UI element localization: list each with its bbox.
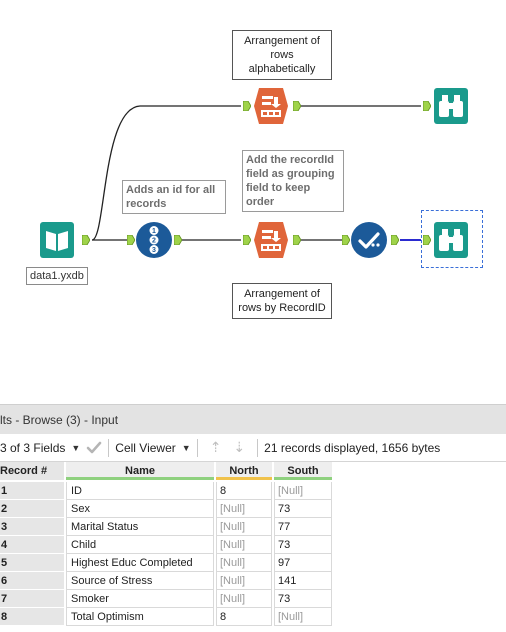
record-cell[interactable]: 7 [0, 590, 64, 608]
south-cell[interactable]: 73 [274, 500, 332, 518]
toolbar-divider [196, 438, 198, 457]
name-cell[interactable]: ID [66, 482, 214, 500]
record-cell[interactable]: 2 [0, 500, 64, 518]
browse-top-input-anchor[interactable] [423, 101, 431, 111]
input-tool-label: data1.yxdb [26, 267, 88, 285]
annotation-grouping-field[interactable]: Add the recordId field as grouping field… [242, 150, 344, 212]
input-output-anchor[interactable] [82, 235, 90, 245]
toolbar-divider [108, 438, 110, 457]
north-cell[interactable]: 8 [216, 608, 272, 626]
results-title-bar: lts - Browse (3) - Input [0, 404, 506, 434]
select-tool[interactable] [351, 222, 387, 258]
column-header-record[interactable]: Record # [0, 462, 64, 480]
browse-tool-bottom[interactable] [434, 222, 468, 258]
north-cell[interactable]: [Null] [216, 500, 272, 518]
name-cell[interactable]: Highest Educ Completed [66, 554, 214, 572]
column-header-south[interactable]: South [274, 462, 332, 480]
annotation-sort-alphabetical[interactable]: Arrangement of rows alphabetically [232, 30, 332, 80]
south-cell[interactable]: 77 [274, 518, 332, 536]
record-cell[interactable]: 3 [0, 518, 64, 536]
south-cell[interactable]: 97 [274, 554, 332, 572]
recordid-digit-2: 2 [152, 238, 156, 245]
north-cell[interactable]: [Null] [216, 590, 272, 608]
south-cell[interactable]: [Null] [274, 482, 332, 500]
workflow-canvas[interactable]: Arrangement of rows alphabetically Adds … [0, 0, 506, 404]
name-cell[interactable]: Total Optimism [66, 608, 214, 626]
sort-icon [254, 222, 288, 258]
name-cell[interactable]: Marital Status [66, 518, 214, 536]
wire-input-to-sort-top [91, 105, 241, 241]
record-cell[interactable]: 6 [0, 572, 64, 590]
north-cell[interactable]: [Null] [216, 518, 272, 536]
south-cell[interactable]: 73 [274, 590, 332, 608]
name-cell[interactable]: Source of Stress [66, 572, 214, 590]
column-header-north[interactable]: North [216, 462, 272, 480]
cell-viewer-dropdown[interactable]: Cell Viewer ▼ [115, 441, 190, 455]
results-title: lts - Browse (3) - Input [0, 412, 119, 427]
south-cell[interactable]: 73 [274, 536, 332, 554]
north-cell[interactable]: 8 [216, 482, 272, 500]
north-cell[interactable]: [Null] [216, 572, 272, 590]
column-header-name[interactable]: Name [66, 462, 214, 480]
records-status: 21 records displayed, 1656 bytes [264, 440, 441, 455]
sort-tool-alphabetical[interactable] [254, 88, 288, 124]
connection-wires [91, 105, 421, 241]
numbered-list-icon: 1 2 3 [136, 222, 172, 258]
sort-bottom-input-anchor[interactable] [243, 235, 251, 245]
south-cell[interactable]: [Null] [274, 608, 332, 626]
results-panel: lts - Browse (3) - Input 3 of 3 Fields ▼… [0, 404, 506, 632]
browse-tool-top[interactable] [434, 88, 468, 124]
results-toolbar: 3 of 3 Fields ▼ Cell Viewer ▼ ⇡ ⇣ 21 rec… [0, 434, 506, 462]
record-cell[interactable]: 4 [0, 536, 64, 554]
record-id-tool[interactable]: 1 2 3 [136, 222, 172, 258]
name-cell[interactable]: Smoker [66, 590, 214, 608]
select-input-anchor[interactable] [342, 235, 350, 245]
annotation-sort-by-recordid[interactable]: Arrangement of rows by RecordID [232, 283, 332, 319]
chevron-down-icon: ▼ [181, 442, 191, 453]
recordid-digit-1: 1 [152, 228, 156, 235]
recordid-input-anchor[interactable] [127, 235, 135, 245]
sort-icon [254, 88, 288, 124]
sort-top-input-anchor[interactable] [243, 101, 251, 111]
select-output-anchor[interactable] [391, 235, 399, 245]
binoculars-icon [434, 222, 468, 258]
selection-box [421, 210, 483, 268]
south-cell[interactable]: 141 [274, 572, 332, 590]
browse-bottom-input-anchor[interactable] [423, 235, 431, 245]
record-cell[interactable]: 1 [0, 482, 64, 500]
binoculars-icon [434, 88, 468, 124]
fields-label: 3 of 3 Fields [0, 440, 66, 455]
checkmark-icon [351, 222, 387, 258]
sort-bottom-output-anchor[interactable] [293, 235, 301, 245]
chevron-down-icon: ▼ [71, 442, 81, 453]
north-cell[interactable]: [Null] [216, 554, 272, 572]
north-cell[interactable]: [Null] [216, 536, 272, 554]
checkmark-icon[interactable] [86, 441, 102, 455]
record-cell[interactable]: 5 [0, 554, 64, 572]
cell-viewer-label: Cell Viewer [115, 440, 176, 455]
arrow-up-icon[interactable]: ⇡ [209, 439, 222, 455]
input-data-tool[interactable] [40, 222, 74, 258]
name-cell[interactable]: Sex [66, 500, 214, 518]
name-cell[interactable]: Child [66, 536, 214, 554]
record-cell[interactable]: 8 [0, 608, 64, 626]
recordid-output-anchor[interactable] [174, 235, 182, 245]
sort-tool-recordid[interactable] [254, 222, 288, 258]
sort-top-output-anchor[interactable] [293, 101, 301, 111]
annotation-record-id[interactable]: Adds an id for all records [122, 180, 226, 214]
fields-dropdown[interactable]: 3 of 3 Fields ▼ [0, 441, 80, 455]
book-icon [40, 222, 74, 258]
toolbar-divider [257, 438, 259, 457]
recordid-digit-3: 3 [152, 247, 156, 254]
arrow-down-icon[interactable]: ⇣ [233, 439, 246, 455]
